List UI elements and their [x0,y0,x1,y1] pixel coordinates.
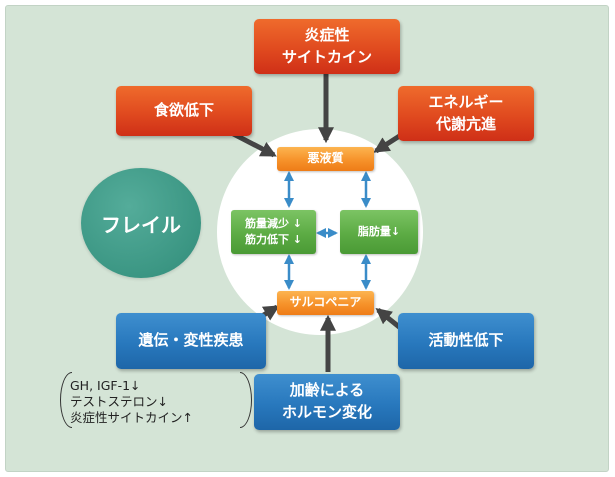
inflammatory-cytokine-box: 炎症性 サイトカイン [254,19,400,74]
aging-hormone-box: 加齢による ホルモン変化 [254,374,400,430]
frailty-circle: フレイル [81,168,201,278]
energy-metabolism-box: エネルギー 代謝亢進 [398,86,534,141]
fat-loss-box: 脂肪量↓ [340,210,418,254]
appetite-loss-box: 食欲低下 [116,86,252,136]
cachexia-box: 悪液質 [277,147,374,171]
sarcopenia-box: サルコペニア [277,291,374,315]
muscle-loss-box: 筋量減少 ↓ 筋力低下 ↓ [231,210,316,254]
hormone-note: GH, IGF-1↓ テストステロン↓ 炎症性サイトカイン↑ [70,378,193,425]
activity-decline-box: 活動性低下 [398,313,534,369]
genetic-disease-box: 遺伝・変性疾患 [116,313,266,369]
